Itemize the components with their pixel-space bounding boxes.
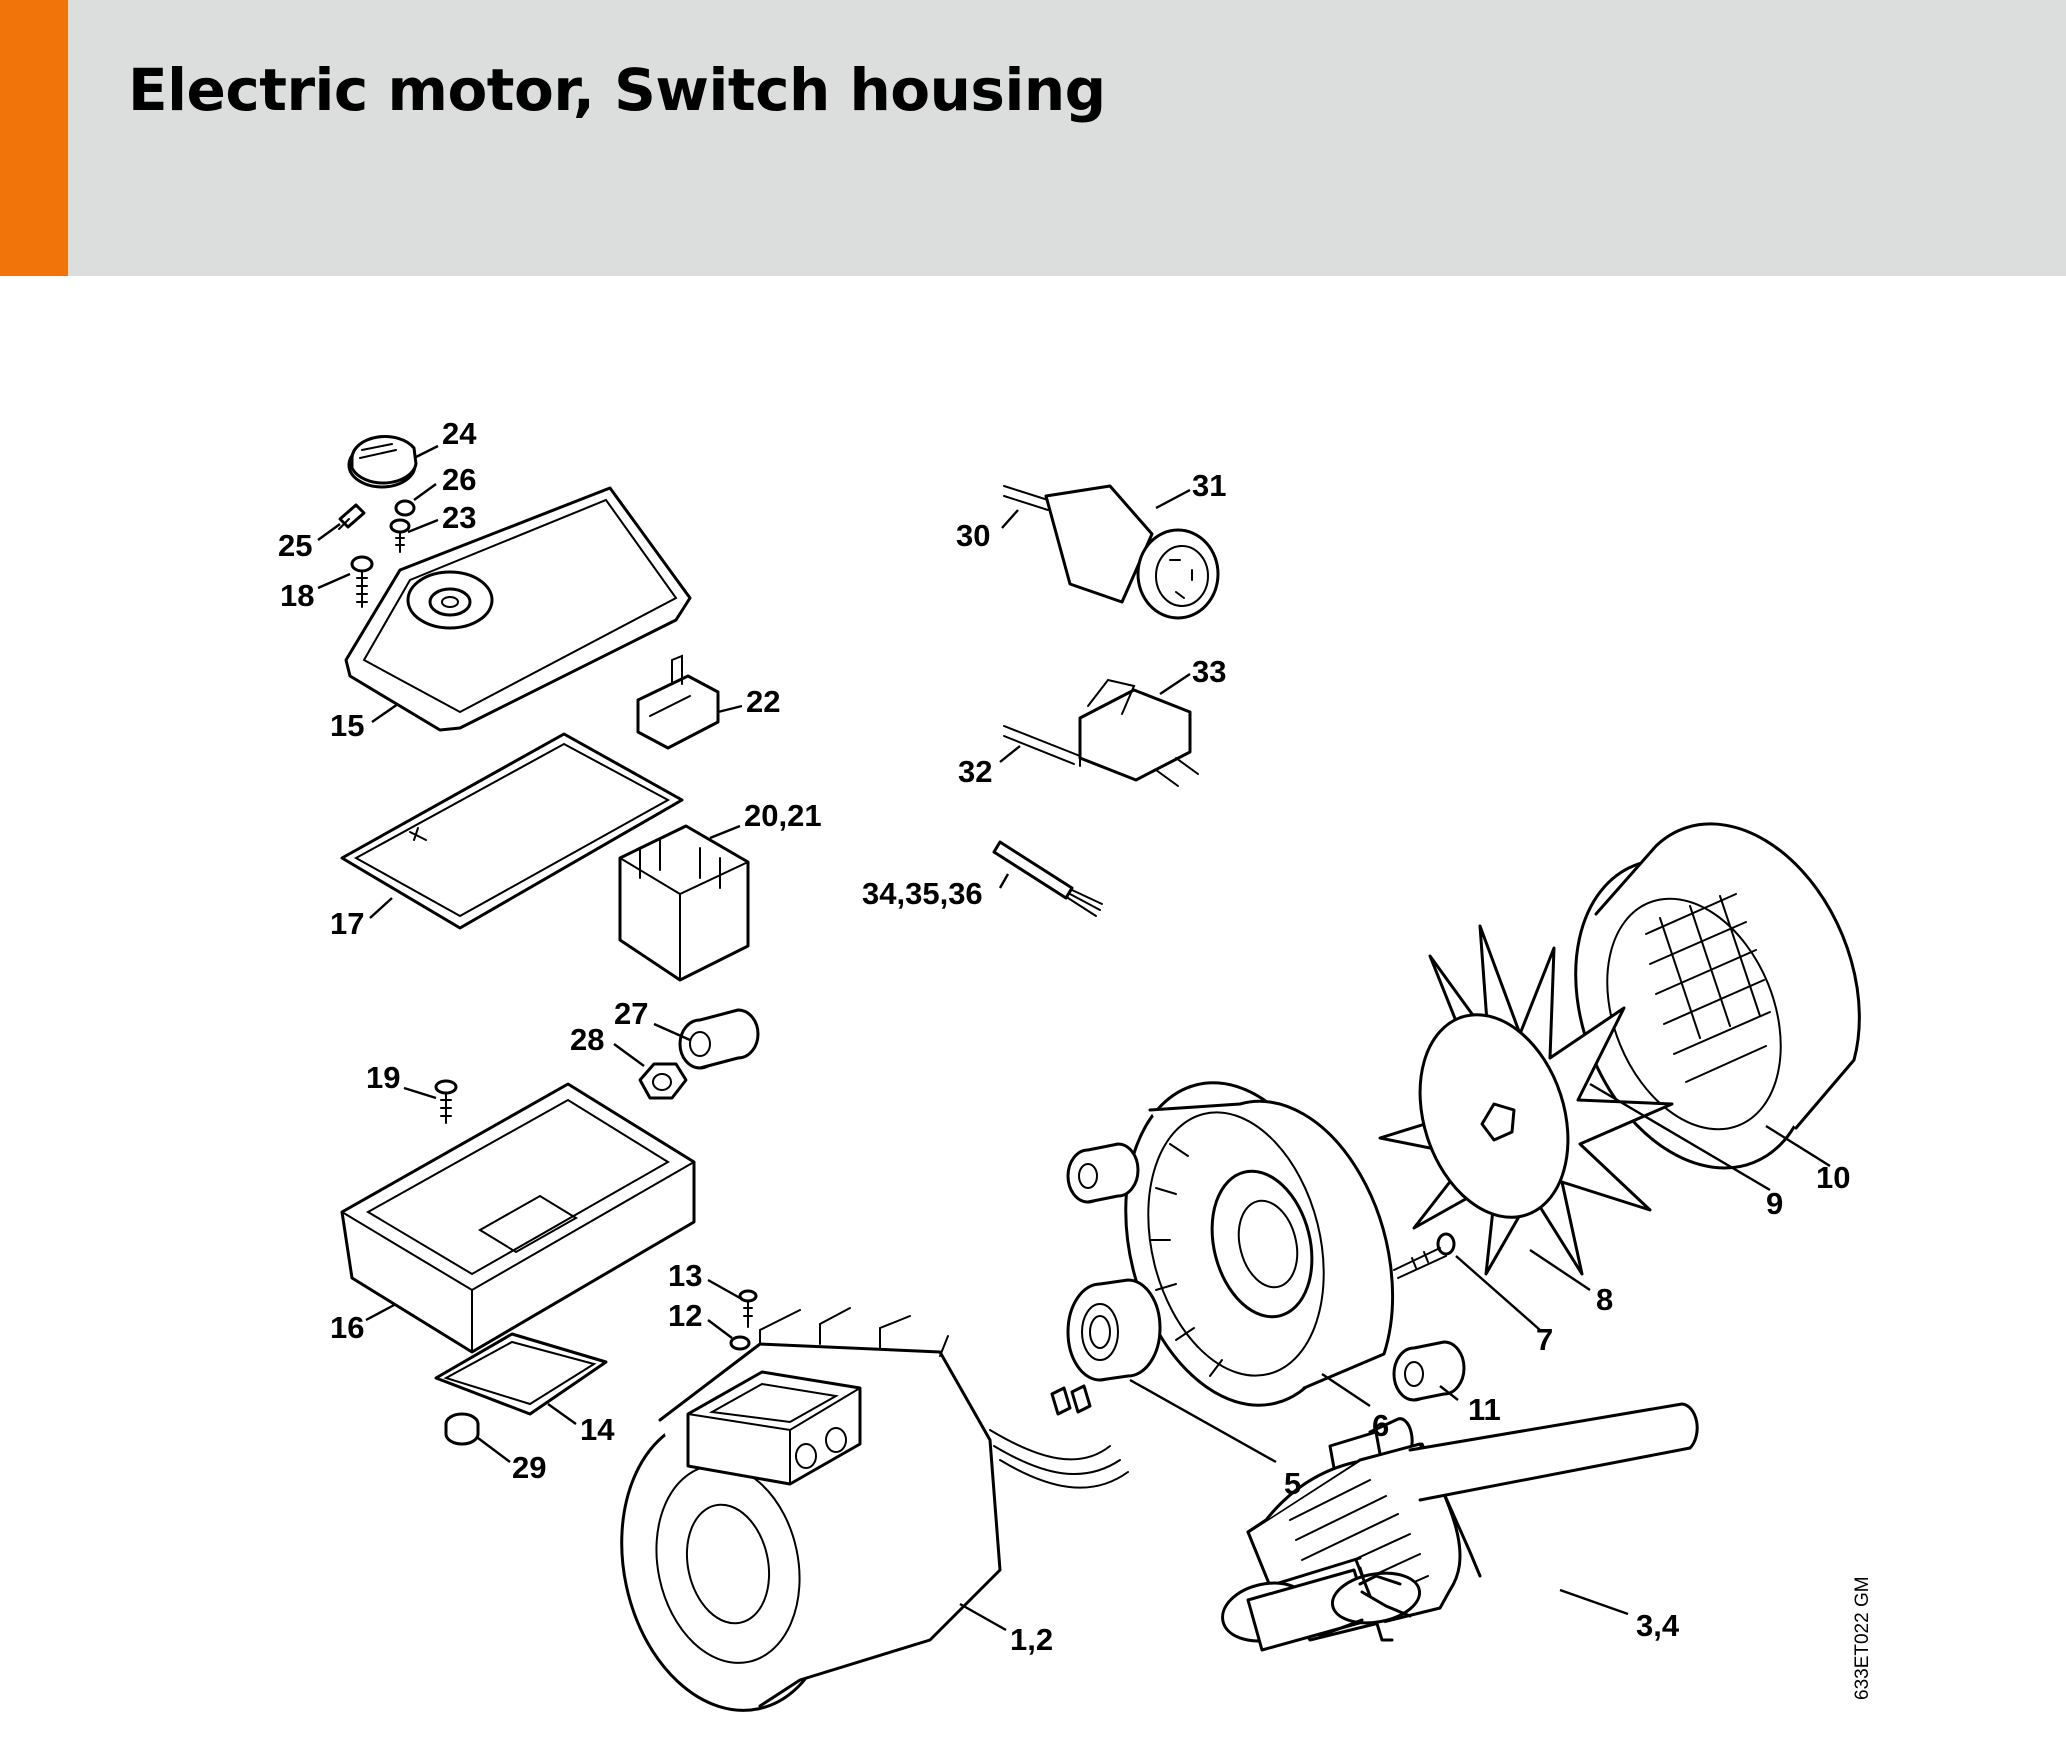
hex-nut-part bbox=[638, 1062, 688, 1100]
callouts: 24 26 23 25 18 15 22 20,21 17 27 28 19 1… bbox=[278, 416, 1850, 1657]
bolt-7-part bbox=[1393, 1232, 1456, 1279]
spacer-sleeve-upper-part bbox=[1066, 1142, 1140, 1204]
callout-9: 9 bbox=[1766, 1186, 1783, 1221]
callout-18: 18 bbox=[280, 578, 314, 613]
gasket-part bbox=[340, 732, 684, 930]
terminal-gasket-part bbox=[434, 1332, 608, 1416]
callout-34-35-36: 34,35,36 bbox=[862, 876, 983, 911]
callout-10: 10 bbox=[1816, 1160, 1850, 1195]
leader-lines bbox=[317, 444, 1831, 1632]
callout-13: 13 bbox=[668, 1258, 702, 1293]
callout-11: 11 bbox=[1468, 1392, 1501, 1427]
callout-26: 26 bbox=[442, 462, 476, 497]
spacer-sleeve-11-part bbox=[1392, 1340, 1466, 1402]
callout-31: 31 bbox=[1192, 468, 1226, 503]
cable-piece-part bbox=[992, 840, 1103, 917]
callout-1-2: 1,2 bbox=[1010, 1622, 1053, 1657]
callout-25: 25 bbox=[278, 528, 312, 563]
cee-plug-part bbox=[1003, 484, 1220, 620]
callout-19: 19 bbox=[366, 1060, 400, 1095]
screw-13-part bbox=[738, 1289, 758, 1328]
screw-25-part bbox=[338, 503, 366, 530]
callout-20-21: 20,21 bbox=[744, 798, 822, 833]
fan-cowl-part bbox=[1574, 822, 1861, 1170]
callout-29: 29 bbox=[512, 1450, 546, 1485]
end-shield-part bbox=[1124, 1081, 1395, 1407]
ball-bearing-part bbox=[1066, 1278, 1162, 1382]
callout-3-4: 3,4 bbox=[1636, 1608, 1680, 1643]
grommet-part bbox=[444, 1412, 480, 1446]
fan-part bbox=[1378, 924, 1674, 1276]
callout-14: 14 bbox=[580, 1412, 615, 1447]
callout-15: 15 bbox=[330, 708, 364, 743]
callout-23: 23 bbox=[442, 500, 476, 535]
stator-housing-part bbox=[620, 1307, 1129, 1712]
accent-bar bbox=[0, 0, 68, 276]
screw-18-part bbox=[350, 555, 374, 608]
contactor-part bbox=[618, 824, 750, 982]
switch-box-part bbox=[340, 1082, 696, 1354]
callout-8: 8 bbox=[1596, 1282, 1613, 1317]
callout-5: 5 bbox=[1284, 1466, 1301, 1501]
o-ring-part bbox=[394, 499, 416, 517]
switch-cover-part bbox=[344, 486, 692, 732]
header-band bbox=[0, 0, 2066, 276]
cable-gland-part bbox=[678, 1008, 760, 1070]
callout-17: 17 bbox=[330, 906, 364, 941]
callout-27: 27 bbox=[614, 996, 648, 1031]
callout-12: 12 bbox=[668, 1298, 702, 1333]
page-title: Electric motor, Switch housing bbox=[128, 56, 1106, 124]
switch-element-part bbox=[636, 654, 720, 750]
schuko-plug-part bbox=[1003, 678, 1199, 787]
callout-16: 16 bbox=[330, 1310, 364, 1345]
callout-22: 22 bbox=[746, 684, 780, 719]
callout-33: 33 bbox=[1192, 654, 1226, 689]
knob-part bbox=[347, 434, 418, 489]
screw-23-part bbox=[389, 518, 411, 553]
callout-6: 6 bbox=[1372, 1408, 1389, 1443]
callout-30: 30 bbox=[956, 518, 990, 553]
callout-7: 7 bbox=[1536, 1322, 1553, 1357]
callout-32: 32 bbox=[958, 754, 992, 789]
drawing-code: 633ET022 GM bbox=[1852, 1576, 1873, 1700]
callout-28: 28 bbox=[570, 1022, 604, 1057]
washer-12-part bbox=[729, 1335, 751, 1351]
callout-24: 24 bbox=[442, 416, 477, 451]
screw-19-part bbox=[434, 1079, 458, 1124]
rotor-part bbox=[1221, 1402, 1699, 1652]
